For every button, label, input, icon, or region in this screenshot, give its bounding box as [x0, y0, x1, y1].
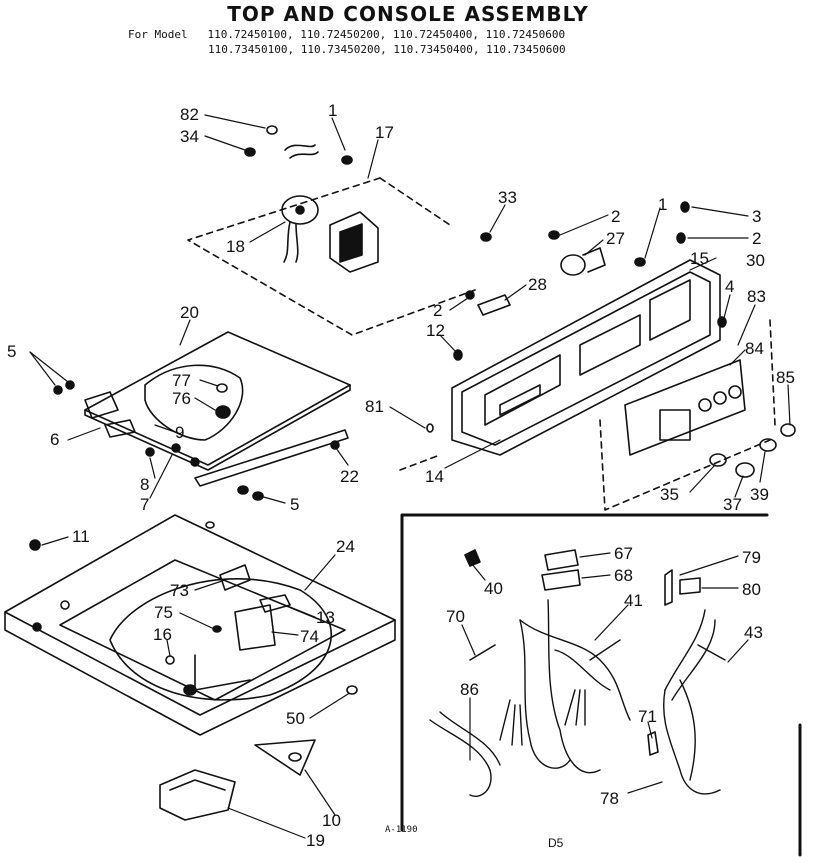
drawing-code: A-1190: [385, 825, 418, 835]
console-panel-outline: [399, 319, 776, 511]
callout-40: 40: [484, 579, 503, 598]
callout-10: 10: [322, 811, 341, 830]
model-numbers-2: 110.73450100, 110.73450200, 110.73450400…: [208, 43, 566, 56]
wire-terminals-82-34: [244, 125, 353, 165]
feet-parts-10-19: [159, 739, 316, 821]
callout-14: 14: [425, 467, 444, 486]
callout-19: 19: [306, 831, 325, 850]
callout-8: 8: [140, 475, 149, 494]
callout-2: 2: [611, 207, 620, 226]
control-knobs-35-37-39: [709, 423, 796, 478]
model-list: For Model 110.72450100, 110.72450200, 11…: [128, 27, 566, 57]
callout-15: 15: [690, 249, 709, 268]
callout-76: 76: [172, 389, 191, 408]
callout-3: 3: [752, 207, 761, 226]
callout-39: 39: [750, 485, 769, 504]
callout-22: 22: [340, 467, 359, 486]
callout-81: 81: [365, 397, 384, 416]
callout-78: 78: [600, 789, 619, 808]
callout-20: 20: [180, 303, 199, 322]
callout-6: 6: [50, 430, 59, 449]
callout-43: 43: [744, 623, 763, 642]
callout-74: 74: [300, 627, 319, 646]
console-backsplash-part-14: [451, 259, 721, 456]
callout-17: 17: [375, 123, 394, 142]
callout-70: 70: [446, 607, 465, 626]
callout-83: 83: [747, 287, 766, 306]
wiring-harness-43: [662, 609, 726, 795]
lid-part-20: [84, 331, 351, 471]
wire-harness-86: [429, 711, 501, 797]
callout-9: 9: [175, 423, 184, 442]
small-hardware: [426, 201, 727, 433]
callout-28: 28: [528, 275, 547, 294]
callout-5: 5: [290, 495, 299, 514]
callout-1: 1: [658, 195, 667, 214]
model-numbers-1: 110.72450100, 110.72450200, 110.72450400…: [207, 28, 566, 41]
wiring-harness-41: [499, 599, 631, 774]
callout-86: 86: [460, 680, 479, 699]
callout-12: 12: [426, 321, 445, 340]
callout-18: 18: [226, 237, 245, 256]
wiring-connectors: [464, 549, 701, 756]
callout-35: 35: [660, 485, 679, 504]
callout-13: 13: [316, 608, 335, 627]
callout-2: 2: [752, 229, 761, 248]
selector-switch-27: [560, 247, 606, 276]
callout-50: 50: [286, 709, 305, 728]
callout-30: 30: [746, 251, 765, 270]
leader-lines: [29, 114, 791, 839]
model-line-1: For Model 110.72450100, 110.72450200, 11…: [128, 27, 566, 42]
callout-41: 41: [624, 591, 643, 610]
callout-84: 84: [745, 339, 764, 358]
timer-bracket-part: [329, 211, 379, 273]
callout-16: 16: [153, 625, 172, 644]
callout-34: 34: [180, 127, 199, 146]
callout-24: 24: [336, 537, 355, 556]
callout-82: 82: [180, 105, 199, 124]
callout-77: 77: [172, 371, 191, 390]
callout-71: 71: [638, 707, 657, 726]
callout-7: 7: [140, 495, 149, 514]
callout-68: 68: [614, 566, 633, 585]
page-code: D5: [548, 836, 564, 850]
callout-4: 4: [725, 277, 734, 296]
model-prefix: For Model: [128, 28, 188, 41]
callout-73: 73: [170, 581, 189, 600]
callout-11: 11: [72, 527, 90, 546]
lid-hinge-hardware: [53, 380, 349, 501]
callout-37: 37: [723, 495, 742, 514]
callout-75: 75: [154, 603, 173, 622]
washer-top-part-24: [4, 514, 396, 736]
callout-5: 5: [7, 342, 16, 361]
callout-79: 79: [742, 548, 761, 567]
callout-80: 80: [742, 580, 761, 599]
callout-27: 27: [606, 229, 625, 248]
callout-1: 1: [328, 101, 337, 120]
timer-motor-part-18: [281, 195, 319, 263]
diagram-title: TOP AND CONSOLE ASSEMBLY: [227, 2, 589, 26]
callout-labels: 82 34 1 17 18 33 2 27 1 3 2 15 30 28 2 1…: [7, 101, 795, 850]
wiring-inset-frame: [400, 513, 802, 857]
callout-33: 33: [498, 188, 517, 207]
callout-85: 85: [776, 368, 795, 387]
callout-67: 67: [614, 544, 633, 563]
control-panel-part-83-84: [624, 359, 746, 456]
timer-subassembly-outline: [187, 177, 476, 336]
callout-2: 2: [433, 301, 442, 320]
